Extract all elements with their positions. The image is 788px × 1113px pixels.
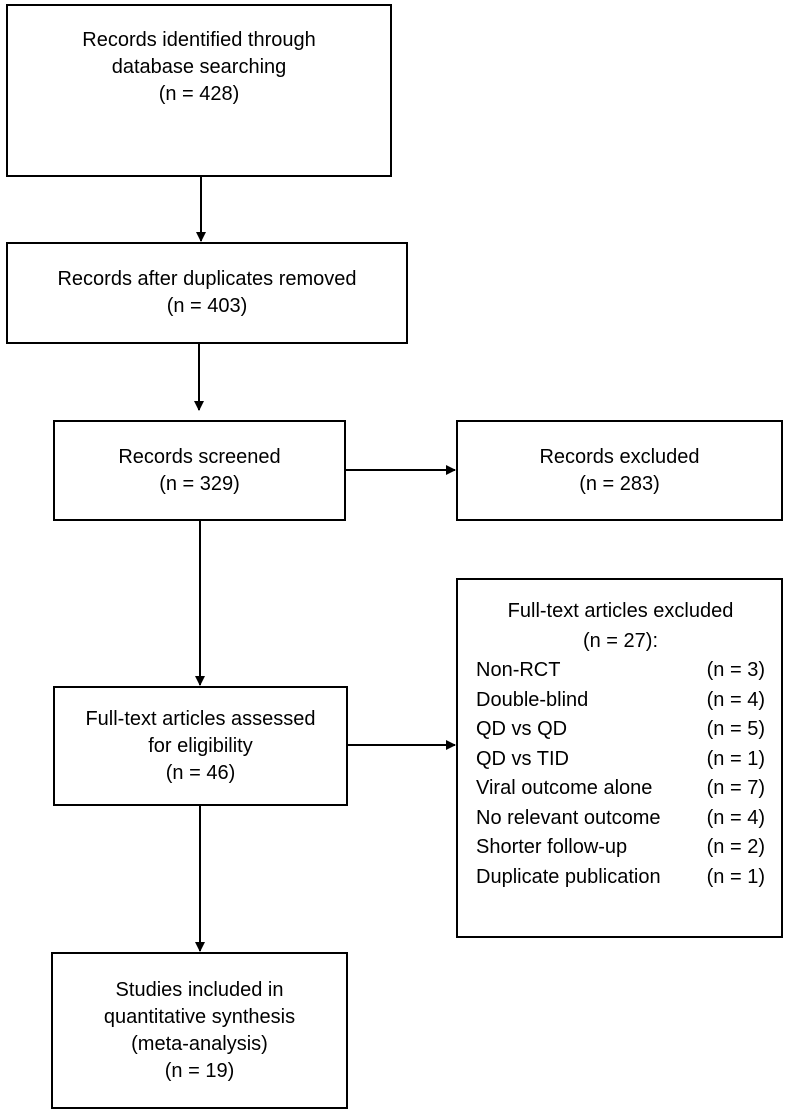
included-line-1: Studies included in bbox=[115, 978, 284, 1001]
exclusion-reason-label: QD vs QD bbox=[476, 718, 568, 740]
excluded-box: Records excluded (n = 283) bbox=[456, 420, 783, 521]
exclusion-reason-label: Shorter follow-up bbox=[476, 836, 628, 858]
fulltext-line-2: for eligibility bbox=[148, 734, 253, 757]
fulltext-line-1: Full-text articles assessed bbox=[85, 707, 316, 730]
screened-label: Records screened bbox=[118, 445, 281, 468]
exclusion-reason-count: (n = 5) bbox=[706, 718, 765, 740]
exclusion-reason-label: Viral outcome alone bbox=[476, 777, 653, 799]
exclusion-reason-label: No relevant outcome bbox=[476, 806, 661, 829]
exclusion-reason-count: (n = 2) bbox=[706, 836, 765, 858]
exclusion-reason-label: Non-RCT bbox=[476, 659, 561, 681]
exclusion-reason: No relevant outcome (n = 4) bbox=[476, 804, 765, 834]
exclusion-reason-count: (n = 3) bbox=[706, 659, 765, 681]
included-line-2: quantitative synthesis bbox=[103, 1005, 296, 1028]
exclusion-reason: Non-RCT (n = 3) bbox=[476, 656, 765, 686]
exclusion-reason: Double-blind (n = 4) bbox=[476, 686, 765, 716]
exclusion-reason-count: (n = 1) bbox=[706, 747, 765, 770]
exclusion-reason: Shorter follow-up (n = 2) bbox=[476, 833, 765, 863]
fulltext-excluded-title: Full-text articles excluded bbox=[507, 600, 734, 622]
exclusion-reason: QD vs TID (n = 1) bbox=[476, 745, 765, 775]
exclusion-reason-label: Double-blind bbox=[476, 688, 589, 711]
exclusion-reason-label: QD vs TID bbox=[476, 747, 569, 770]
identified-box: Records identified through database sear… bbox=[6, 4, 392, 177]
exclusion-reason: Viral outcome alone (n = 7) bbox=[476, 774, 765, 804]
exclusion-reason-count: (n = 1) bbox=[706, 865, 765, 888]
included-count: (n = 19) bbox=[164, 1059, 235, 1082]
screened-box: Records screened (n = 329) bbox=[53, 420, 346, 521]
fulltext-excluded-box: Full-text articles excluded (n = 27): No… bbox=[456, 578, 783, 938]
identified-count: (n = 428) bbox=[158, 83, 240, 105]
identified-line-2: database searching bbox=[111, 56, 287, 78]
exclusion-reasons-list: Non-RCT (n = 3) Double-blind (n = 4) QD … bbox=[476, 656, 765, 892]
included-box: Studies included in quantitative synthes… bbox=[51, 952, 348, 1109]
exclusion-reason-label: Duplicate publication bbox=[476, 865, 661, 888]
excluded-label: Records excluded bbox=[539, 445, 700, 468]
excluded-count: (n = 283) bbox=[579, 472, 660, 495]
identified-line-1: Records identified through bbox=[82, 29, 316, 51]
fulltext-count: (n = 46) bbox=[165, 761, 236, 784]
fulltext-box: Full-text articles assessed for eligibil… bbox=[53, 686, 348, 806]
fulltext-excluded-count: (n = 27): bbox=[582, 629, 659, 652]
exclusion-reason: QD vs QD (n = 5) bbox=[476, 715, 765, 745]
dedup-box: Records after duplicates removed (n = 40… bbox=[6, 242, 408, 344]
included-line-3: (meta-analysis) bbox=[131, 1032, 268, 1055]
dedup-label: Records after duplicates removed bbox=[57, 268, 357, 290]
screened-count: (n = 329) bbox=[159, 472, 240, 495]
dedup-count: (n = 403) bbox=[166, 295, 248, 317]
exclusion-reason-count: (n = 4) bbox=[706, 688, 765, 711]
exclusion-reason-count: (n = 7) bbox=[706, 777, 765, 799]
exclusion-reason-count: (n = 4) bbox=[706, 806, 765, 829]
exclusion-reason: Duplicate publication (n = 1) bbox=[476, 863, 765, 893]
